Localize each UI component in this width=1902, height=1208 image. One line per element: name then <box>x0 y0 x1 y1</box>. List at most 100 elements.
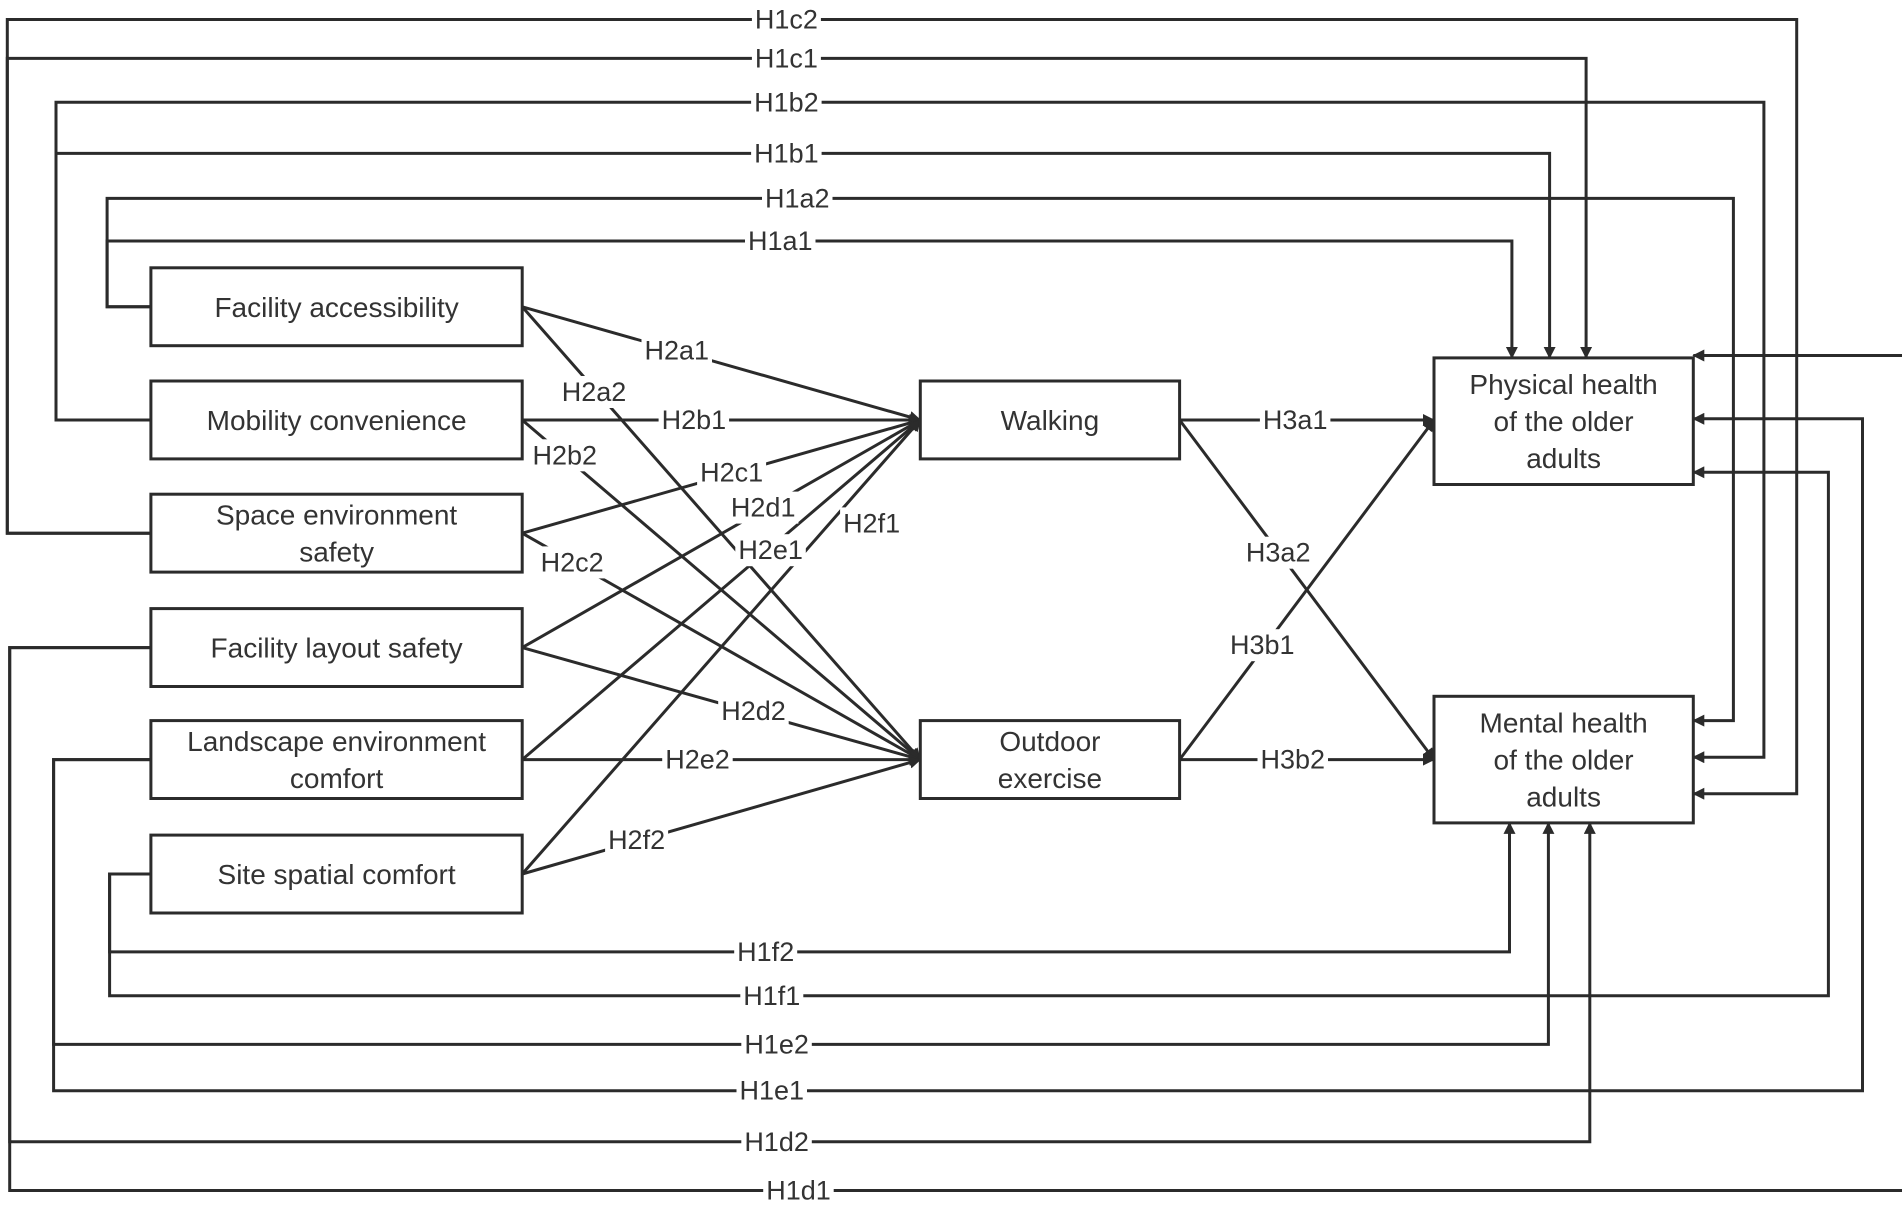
edge-h2a1 <box>521 305 922 423</box>
edge-label-text: H1a2 <box>765 183 830 213</box>
edge-label-text: H3b1 <box>1230 630 1295 660</box>
edge-label-background <box>745 225 816 257</box>
edge-h1c1 <box>5 56 1593 535</box>
edge-label-h2a1: H2a1 <box>641 334 712 367</box>
edge-label-h1e1: H1e1 <box>736 1074 807 1107</box>
edge-label-background <box>727 491 799 524</box>
edge-label-text: H1f1 <box>743 981 800 1011</box>
edge-label-h1b2: H1b2 <box>751 86 822 119</box>
edge-label-background <box>751 137 822 170</box>
node-label-line: comfort <box>290 763 384 794</box>
edge-label-text: H2c2 <box>541 547 604 577</box>
edge-label-text: H3a2 <box>1246 538 1311 568</box>
edge-label-text: H3b2 <box>1261 745 1326 775</box>
edge-label-text: H3a1 <box>1263 405 1328 435</box>
edge-label-h2d1: H2d1 <box>727 491 799 524</box>
node-box <box>918 379 1182 461</box>
edge-label-text: H1a1 <box>748 226 813 256</box>
node-label-line: Landscape environment <box>187 726 486 757</box>
node-label-line: of the older <box>1494 745 1634 776</box>
edge-label-text: H1c1 <box>755 43 818 73</box>
edge-label-h1d1: H1d1 <box>763 1174 834 1207</box>
edge-h2e1 <box>521 418 922 761</box>
edge-label-background <box>740 979 804 1012</box>
edge-label-text: H1b1 <box>754 138 819 168</box>
edge-label-text: H1d1 <box>766 1176 831 1206</box>
edge-label-h2c2: H2c2 <box>537 546 607 579</box>
node-box <box>149 833 524 915</box>
node-physical-health: Physical health of the older adults <box>1432 356 1695 486</box>
edge-label-background <box>697 456 767 489</box>
edge-label-text: H2e1 <box>738 535 803 565</box>
node-label-line: of the older <box>1494 406 1634 437</box>
edge-label-background <box>762 182 833 215</box>
edge-label-background <box>736 1074 807 1107</box>
node-label-line: Walking <box>1001 405 1100 436</box>
edge-label-background <box>751 42 821 75</box>
edge-label-h2f2: H2f2 <box>605 823 669 856</box>
edge-h1e1 <box>52 412 1864 1093</box>
edge-label-background <box>1259 404 1331 436</box>
edge-label-text: H2a2 <box>562 377 627 407</box>
edge-label-text: H1c2 <box>755 5 818 35</box>
node-box <box>1432 356 1695 486</box>
edge-h2d1 <box>521 418 922 649</box>
node-label-line: adults <box>1526 443 1601 474</box>
edge-label-background <box>605 823 669 856</box>
node-label-line: Facility layout safety <box>211 633 463 664</box>
node-mental-health: Mental health of the older adults <box>1432 694 1695 825</box>
edge-label-h1e2: H1e2 <box>741 1028 812 1061</box>
edge-h3b1 <box>1178 419 1436 761</box>
edge-label-text: H2d2 <box>721 696 786 726</box>
edge-label-background <box>1227 629 1298 662</box>
node-label-line: Mental health <box>1480 708 1648 739</box>
edge-label-h1f2: H1f2 <box>734 935 798 968</box>
node-label-line: Mobility convenience <box>207 405 467 436</box>
edge-label-text: H2a1 <box>645 336 710 366</box>
edge-label-text: H2f1 <box>843 508 900 538</box>
node-label-line: exercise <box>998 763 1102 794</box>
edge-label-background <box>741 1028 812 1061</box>
edge-label-h1c2: H1c2 <box>751 3 821 36</box>
node-box <box>149 379 524 461</box>
edge-label-text: H1e1 <box>740 1076 805 1106</box>
edge-label-background <box>641 334 712 367</box>
node-mobility-convenience: Mobility convenience <box>149 379 524 461</box>
node-box <box>149 492 524 574</box>
edge-label-h1c1: H1c1 <box>751 42 821 75</box>
node-facility-layout-safety: Facility layout safety <box>149 607 524 688</box>
node-label-line: Physical health <box>1469 369 1657 400</box>
node-label-line: Outdoor <box>999 726 1100 757</box>
edge-label-background <box>735 534 806 567</box>
edge-label-h2b1: H2b1 <box>658 404 730 436</box>
edge-label-text: H1e2 <box>744 1029 809 1059</box>
node-label-line: adults <box>1526 782 1601 813</box>
edge-label-h1f1: H1f1 <box>740 979 804 1012</box>
node-outdoor-exercise: Outdoor exercise <box>918 719 1182 800</box>
edge-h1b1 <box>54 151 1556 422</box>
edge-label-background <box>662 743 733 776</box>
node-box <box>1432 694 1695 825</box>
edge-label-text: H2b2 <box>533 440 598 470</box>
edge-label-text: H2f2 <box>608 825 665 855</box>
edge-labels: H1c2H1c1H1b2H1b1H1a2H1a1H2a1H2a2H2b1H2b2… <box>529 3 1331 1207</box>
node-box <box>918 719 1182 800</box>
node-site-spatial-comfort: Site spatial comfort <box>149 833 524 915</box>
edge-label-background <box>734 935 798 968</box>
edge-label-background <box>751 3 821 36</box>
edge-label-h2e2: H2e2 <box>662 743 733 776</box>
edge-label-h3a2: H3a2 <box>1242 536 1314 569</box>
edge-label-h2d2: H2d2 <box>718 694 789 727</box>
edge-label-text: H2c1 <box>700 457 763 487</box>
node-label-line: Space environment <box>216 500 457 531</box>
edge-label-h2f1: H2f1 <box>840 507 904 540</box>
edge-h1f1 <box>108 466 1830 998</box>
edge-label-background <box>1257 743 1328 776</box>
node-label-line: Site spatial comfort <box>218 859 456 890</box>
edge-label-background <box>558 376 630 408</box>
edge-label-h2a2: H2a2 <box>558 376 630 408</box>
edge-label-h1b1: H1b1 <box>751 137 822 170</box>
